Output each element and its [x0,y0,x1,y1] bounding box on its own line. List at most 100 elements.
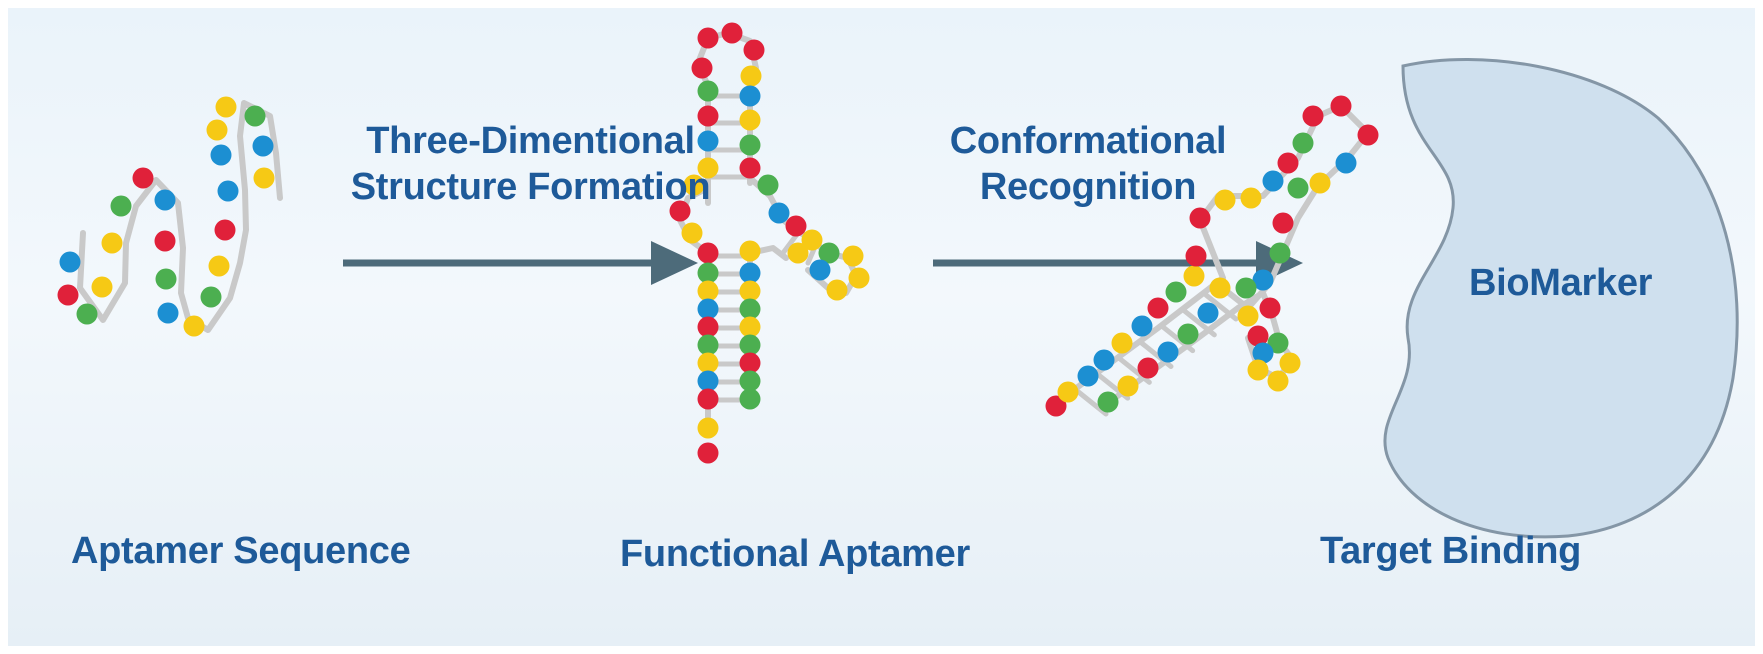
nucleotide-bead [697,334,719,356]
nucleotide-bead [1287,177,1309,199]
nucleotide-bead [1357,124,1379,146]
nucleotide-bead [697,262,719,284]
nucleotide-bead [669,200,691,222]
nucleotide-bead [697,157,719,179]
nucleotide-bead [59,251,81,273]
nucleotide-bead [809,259,831,281]
nucleotide-bead [1045,395,1067,417]
step2-label-line1: Conformational [949,120,1227,162]
nucleotide-bead [697,298,719,320]
nucleotide-bead [1235,277,1257,299]
nucleotide-bead [739,388,761,410]
step2-label-line2: Recognition [979,166,1197,208]
nucleotide-bead [183,315,205,337]
step2-label: Conformational Recognition [908,118,1268,210]
nucleotide-bead [691,57,713,79]
nucleotide-bead [739,316,761,338]
nucleotide-bead [1057,381,1079,403]
nucleotide-bead [739,109,761,131]
nucleotide-bead [1277,152,1299,174]
nucleotide-bead [217,180,239,202]
backbone-segment [1116,355,1152,385]
nucleotide-bead [697,352,719,374]
nucleotide-bead [1189,207,1211,229]
nucleotide-bead [1185,245,1207,267]
nucleotide-bead [739,352,761,374]
step1-label-line1: Three-Dimentional [366,120,695,162]
nucleotide-bead [1147,297,1169,319]
nucleotide-bead [1209,277,1231,299]
nucleotide-bead [91,276,113,298]
nucleotide-bead [1252,342,1274,364]
nucleotide-bead [818,242,840,264]
nucleotide-bead [132,167,154,189]
nucleotide-bead [252,135,274,157]
nucleotide-bead [785,215,807,237]
nucleotide-bead [739,85,761,107]
aptamer-diagram [57,22,1739,539]
nucleotide-bead [1262,170,1284,192]
nucleotide-bead [787,242,809,264]
nucleotide-bead [768,202,790,224]
nucleotide-bead [697,370,719,392]
nucleotide-bead [1197,302,1219,324]
nucleotide-bead [1093,349,1115,371]
nucleotide-bead [1183,265,1205,287]
arrow-structure-formation [343,241,698,285]
diagram-panel: Three-Dimentional Structure Formation Co… [8,8,1755,646]
nucleotide-bead [826,279,848,301]
nucleotide-bead [697,27,719,49]
nucleotide-bead [110,195,132,217]
nucleotide-bead [1157,341,1179,363]
nucleotide-bead [1330,95,1352,117]
nucleotide-bead [697,417,719,439]
nucleotide-bead [697,242,719,264]
nucleotide-bead [1117,375,1139,397]
backbone-segment [1160,324,1196,354]
nucleotide-bead [1252,269,1274,291]
backbone-segment [1181,308,1217,338]
functional-aptamer-label: Functional Aptamer [620,533,970,575]
nucleotide-bead [842,245,864,267]
nucleotide-bead [157,302,179,324]
nucleotide-bead [743,39,765,61]
nucleotide-bead [76,303,98,325]
nucleotide-bead [1177,323,1199,345]
aptamer-sequence-label: Aptamer Sequence [71,530,411,572]
nucleotide-bead [101,232,123,254]
nucleotide-bead [697,316,719,338]
nucleotide-bead [697,130,719,152]
backbone-segment [1138,340,1174,369]
nucleotide-bead [721,22,743,44]
nucleotide-bead [697,80,719,102]
biomarker-shape [1383,58,1739,539]
step1-label: Three-Dimentional Structure Formation [333,118,728,210]
nucleotide-bead [200,286,222,308]
nucleotide-bead [1214,189,1236,211]
nucleotide-bead [1272,212,1294,234]
backbone-segment [1073,387,1109,417]
aptamer-strands [77,30,1371,436]
nucleotide-bead [739,298,761,320]
nucleotide-bead [740,65,762,87]
nucleotide-bead [154,230,176,252]
nucleotide-bead [1259,297,1281,319]
nucleotide-bead [739,157,761,179]
nucleotide-bead [697,388,719,410]
nucleotide-bead [1267,332,1289,354]
nucleotide-bead [1292,132,1314,154]
nucleotide-bead [57,284,79,306]
nucleotide-bead [739,240,761,262]
nucleotide-bead [244,105,266,127]
backbone-strand [77,100,283,333]
nucleotide-bead [1240,187,1262,209]
nucleotide-bead [848,267,870,289]
nucleotide-bead [739,334,761,356]
nucleotide-bead [739,134,761,156]
nucleotide-bead [215,96,237,118]
nucleotide-bead [206,119,228,141]
nucleotide-bead [253,167,275,189]
nucleotide-bead [1247,359,1269,381]
nucleotide-bead [155,268,177,290]
nucleotide-bead [1335,152,1357,174]
